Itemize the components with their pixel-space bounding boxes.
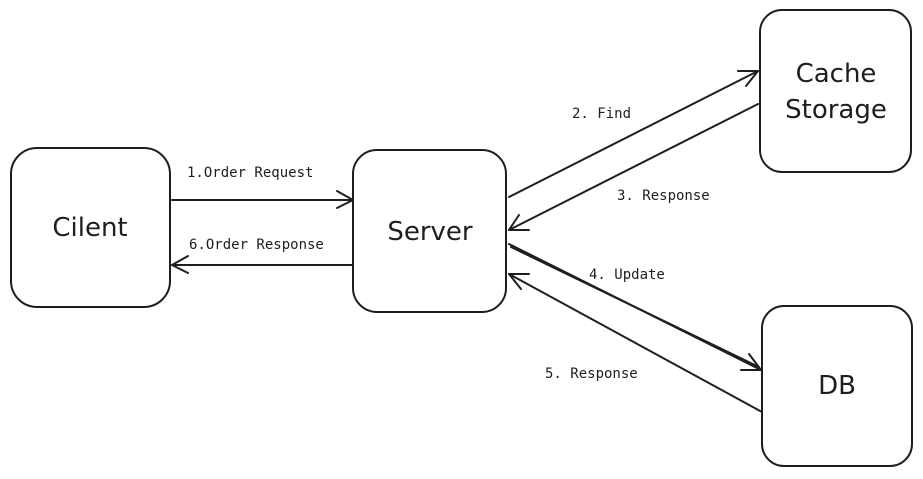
cache-storage-node: Cache Storage bbox=[759, 9, 912, 173]
edge-update: 4. Update bbox=[508, 243, 762, 371]
client-box bbox=[10, 147, 171, 308]
update-label: 4. Update bbox=[589, 267, 665, 283]
edge-find: 2. Find bbox=[508, 70, 759, 198]
update-arrow-line-sketch bbox=[510, 246, 760, 368]
edge-db-response: 5. Response bbox=[508, 273, 763, 413]
order-response-label: 6.Order Response bbox=[189, 237, 324, 253]
cache-response-arrowhead bbox=[508, 214, 530, 231]
server-label: Server bbox=[387, 217, 473, 247]
db-box bbox=[761, 305, 913, 467]
client-label: Cilent bbox=[52, 213, 127, 243]
edge-order-request: 1.Order Request bbox=[171, 165, 354, 209]
find-arrow-line bbox=[508, 70, 759, 198]
order-request-arrowhead bbox=[336, 190, 354, 209]
cache-label-line1: Cache bbox=[796, 59, 877, 89]
order-response-arrowhead bbox=[171, 255, 189, 274]
db-response-arrow-line bbox=[508, 273, 763, 413]
db-node: DB bbox=[761, 305, 913, 467]
order-request-label: 1.Order Request bbox=[187, 165, 313, 181]
edge-order-response: 6.Order Response bbox=[171, 237, 353, 274]
cache-label-line2: Storage bbox=[785, 95, 887, 125]
cache-response-label: 3. Response bbox=[617, 188, 710, 204]
db-response-label: 5. Response bbox=[545, 366, 638, 382]
db-label: DB bbox=[818, 371, 856, 401]
server-box bbox=[352, 149, 507, 313]
cache-response-arrow-line bbox=[508, 103, 759, 231]
find-arrowhead bbox=[737, 70, 759, 87]
cache-storage-box bbox=[759, 9, 912, 173]
db-response-arrowhead bbox=[508, 273, 530, 290]
find-label: 2. Find bbox=[572, 106, 631, 122]
edge-cache-response: 3. Response bbox=[508, 103, 759, 231]
client-node: Cilent bbox=[10, 147, 171, 308]
update-arrowhead bbox=[740, 353, 762, 371]
server-node: Server bbox=[352, 149, 507, 313]
